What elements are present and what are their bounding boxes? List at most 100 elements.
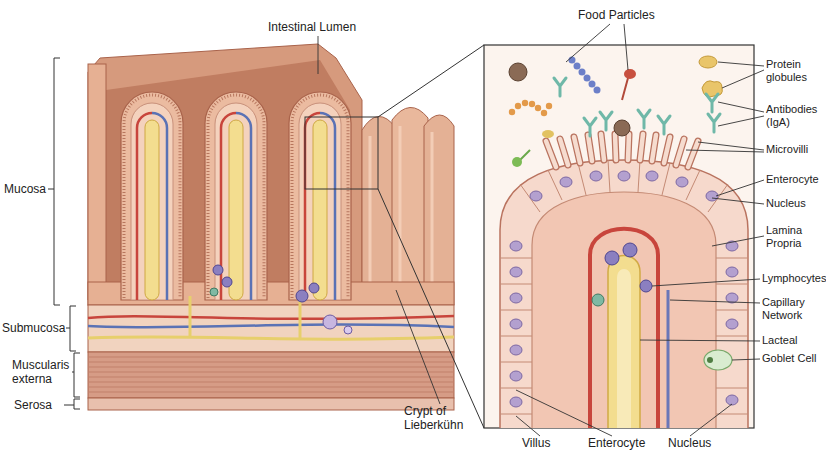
leader-lines — [318, 36, 319, 74]
food-particles — [515, 103, 521, 109]
food-particles — [579, 69, 586, 76]
part-label: Protein globules — [766, 58, 824, 84]
layer-brackets — [66, 306, 76, 351]
muscularis-layer — [88, 357, 454, 392]
food-particles — [574, 63, 581, 70]
food-particles — [569, 57, 576, 64]
muscularis-layer — [88, 352, 454, 398]
food-particles — [589, 81, 596, 88]
inset-villus — [726, 267, 738, 277]
part-label: Serosa — [14, 398, 64, 412]
zoom-marker — [378, 189, 484, 428]
part-label: Submucosa — [2, 321, 70, 335]
villus-section — [313, 120, 327, 300]
villus-section — [205, 92, 267, 300]
inset-villus — [590, 229, 658, 428]
inset-villus — [646, 171, 658, 181]
inset-villus — [707, 357, 713, 363]
leader-lines — [670, 300, 760, 303]
lumen-back-wall — [88, 44, 362, 300]
iga-antibodies — [706, 94, 718, 112]
crypt-lymphocytes — [210, 265, 319, 302]
leader-lines — [318, 24, 764, 436]
inset-villus — [510, 293, 522, 303]
food-particles — [535, 105, 541, 111]
layer-brackets — [72, 353, 80, 397]
leader-lines — [640, 340, 760, 341]
villus-section — [289, 92, 351, 300]
part-label: Enterocyte — [588, 436, 658, 450]
inset-villus — [530, 191, 542, 201]
food-particles — [624, 69, 636, 79]
lumen-back-wall — [88, 44, 362, 300]
part-label: Crypt of Lieberkühn — [404, 404, 474, 433]
rear-villi — [362, 107, 454, 305]
food-particles — [622, 78, 628, 100]
crypt-lymphocytes — [309, 283, 319, 293]
food-particles — [520, 150, 530, 160]
microvilli-brush — [546, 134, 698, 167]
zoom-marker — [305, 45, 484, 428]
leader-lines — [732, 359, 760, 360]
part-label: Microvilli — [766, 143, 826, 156]
food-particles — [699, 56, 717, 68]
leader-lines — [718, 102, 764, 126]
iga-antibodies — [584, 118, 596, 136]
leader-lines — [516, 416, 540, 436]
villus-section — [121, 92, 183, 300]
crypt-lymphocytes — [222, 277, 232, 287]
food-particles — [529, 101, 535, 107]
iga-antibodies — [708, 114, 720, 132]
layer-brackets — [48, 58, 80, 409]
leader-lines — [396, 290, 440, 404]
zoom-marker — [305, 117, 378, 189]
leader-lines — [686, 142, 764, 152]
food-particles — [512, 157, 522, 167]
inset-villus — [667, 290, 670, 428]
part-label: Nucleus — [668, 436, 728, 450]
inset-villus — [704, 350, 732, 370]
inset-villus — [726, 395, 738, 405]
inset-villus — [510, 345, 522, 355]
mucosa-base — [88, 64, 454, 305]
iga-antibodies — [554, 78, 720, 136]
part-label: Intestinal Lumen — [268, 20, 388, 34]
submucosa-layer — [299, 296, 302, 340]
part-label: Lymphocytes — [762, 272, 826, 285]
inset-villus — [510, 267, 522, 277]
food-particles — [509, 63, 527, 81]
iga-antibodies — [600, 112, 612, 130]
crypt-lymphocytes — [210, 288, 218, 296]
villus-section — [131, 103, 173, 300]
inset-villus — [500, 160, 748, 428]
inset-villus — [676, 177, 688, 187]
leader-lines — [718, 62, 764, 88]
inset-villus — [592, 294, 604, 306]
villus-section — [121, 92, 183, 300]
inset-villus — [510, 241, 522, 251]
iga-antibodies — [658, 116, 670, 134]
submucosa-layer — [189, 296, 192, 337]
submucosa-layer — [88, 337, 454, 339]
rear-villi — [369, 136, 372, 300]
leader-lines — [652, 279, 760, 286]
muscularis-layer — [88, 352, 454, 398]
inset-villus — [532, 192, 716, 428]
layer-brackets — [48, 58, 60, 305]
layer-brackets — [64, 399, 80, 409]
inset-villus — [510, 397, 522, 407]
part-label: Mucosa — [4, 182, 50, 196]
food-particles — [546, 103, 552, 109]
submucosa-layer — [88, 305, 454, 352]
inset-villus — [590, 171, 602, 181]
inset-villus — [510, 319, 522, 329]
inset-villus — [618, 171, 630, 181]
rear-villi — [399, 126, 402, 300]
food-particles — [541, 110, 547, 116]
inset-villus — [510, 371, 522, 381]
rear-villi — [431, 132, 434, 300]
inset-villus — [617, 269, 631, 428]
part-label: Muscularis externa — [12, 358, 74, 387]
leader-lines — [712, 198, 764, 204]
inset-villus — [623, 243, 637, 257]
